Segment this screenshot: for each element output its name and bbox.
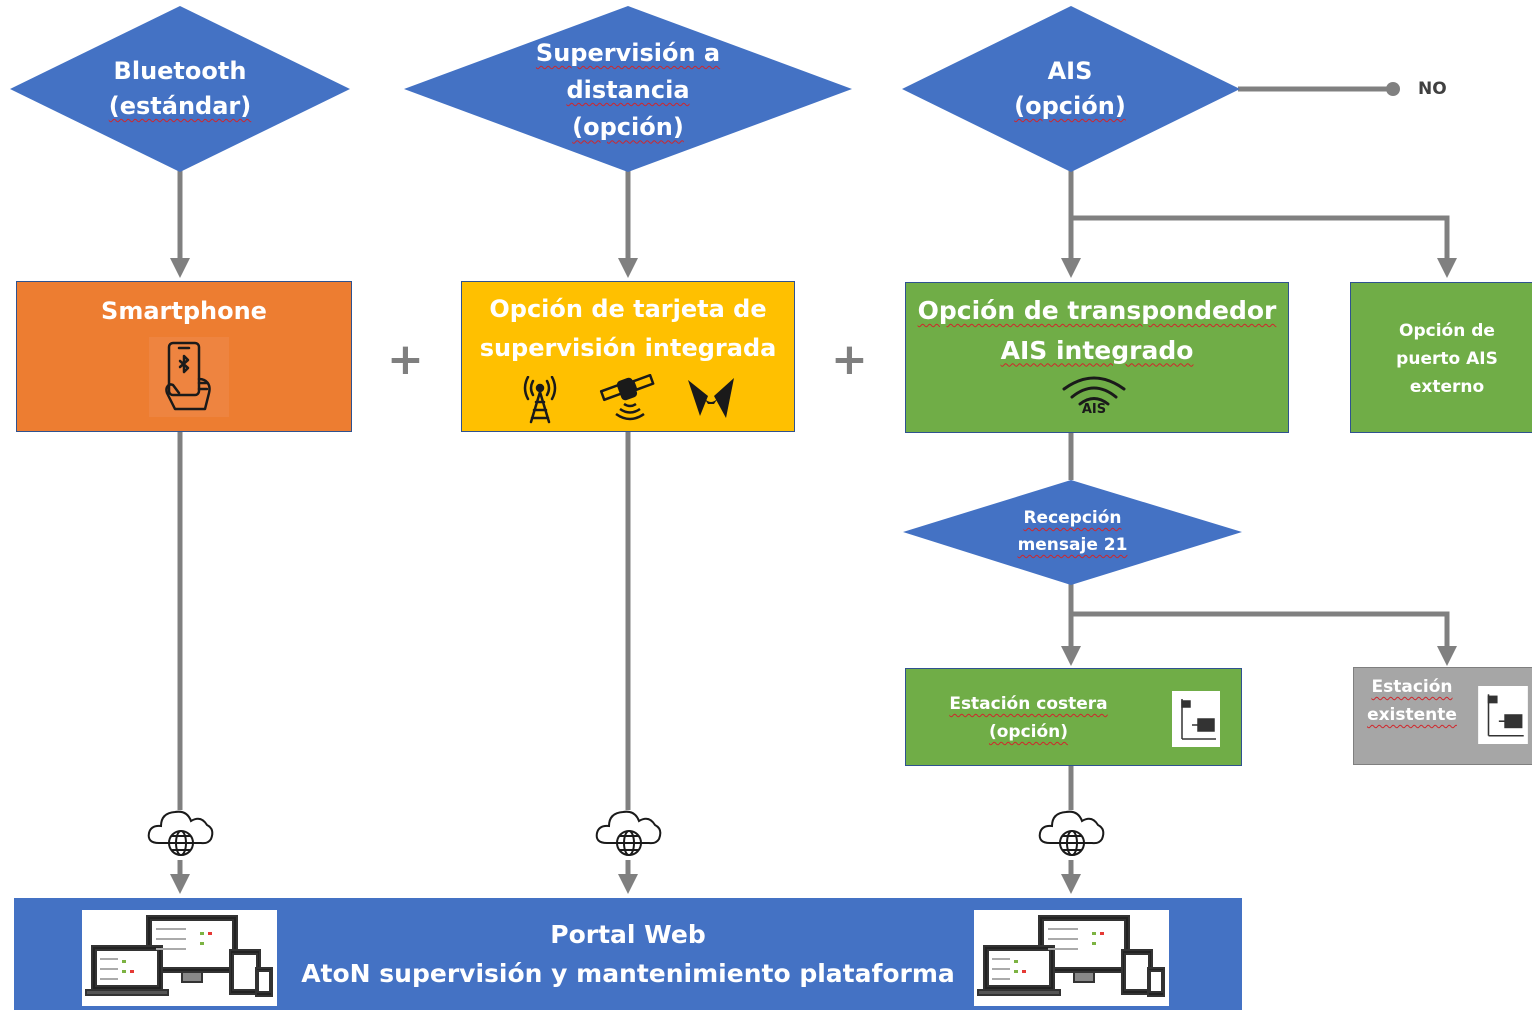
portal-web-title: Portal Web: [550, 920, 706, 949]
box-existing-station: Estación existente: [1353, 667, 1532, 765]
diamond-message21-line1: Recepción: [1023, 508, 1122, 528]
box-coastal-station-line1: Estación costera: [949, 694, 1108, 714]
radio-tower-icon: [523, 376, 557, 424]
devices-icon: [82, 910, 277, 1006]
devices-icon: [974, 910, 1169, 1006]
diamond-bluetooth: [10, 6, 350, 172]
box-ais-transponder-title: Opción de transpondedor AIS integrado: [906, 291, 1288, 370]
portal-web-subtitle: AtoN supervisión y mantenimiento platafo…: [14, 955, 1242, 994]
box-external-ais-port: Opción de puerto AIS externo: [1350, 282, 1532, 433]
diamond-remote-line1: Supervisión a: [535, 39, 721, 67]
box-coastal-station-line2: (opción): [988, 722, 1069, 743]
box-coastal-station-title: Estación costera (opción): [906, 690, 1151, 746]
box-ais-transponder-line2: AIS integrado: [1000, 335, 1194, 365]
ais-icon-label: AIS: [1081, 402, 1107, 417]
box-existing-station-line1: Estación: [1371, 677, 1453, 697]
diamond-bluetooth-line2: (estándar): [108, 91, 252, 120]
box-external-ais-port-line1: Opción de: [1399, 321, 1495, 341]
iridium-icon: [688, 378, 734, 418]
line-msg21-branch: [1071, 611, 1457, 666]
portal-web-subtitle-text: AtoN supervisión y mantenimiento platafo…: [301, 958, 955, 988]
box-monitoring-card-line1: Opción de tarjeta de: [489, 295, 767, 323]
smartphone-bluetooth-icon: [149, 337, 229, 417]
box-smartphone: Smartphone: [16, 281, 352, 432]
diamond-remote-text: Supervisión a distancia (opción): [498, 35, 758, 147]
box-external-ais-port-line2: puerto AIS: [1396, 349, 1498, 370]
portal-web-banner: Portal Web AtoN supervisión y mantenimie…: [14, 898, 1242, 1010]
diamond-message21-line2: mensaje 21: [1017, 535, 1128, 556]
diamond-ais-text: AIS (opción): [970, 54, 1170, 124]
plus-sign-2: +: [831, 334, 868, 385]
box-ais-transponder-line1: Opción de transpondedor: [917, 296, 1277, 325]
diamond-bluetooth-line1: Bluetooth: [113, 57, 247, 85]
box-monitoring-card: Opción de tarjeta de supervisión integra…: [461, 281, 795, 432]
ais-signal-icon: [1062, 376, 1126, 406]
plus-sign-1: +: [387, 334, 424, 385]
cloud-globe-icon: [147, 810, 214, 856]
diamond-remote: [404, 6, 852, 172]
box-ais-transponder: Opción de transpondedor AIS integrado AI…: [905, 282, 1289, 433]
box-coastal-station: Estación costera (opción): [905, 668, 1242, 766]
diamond-bluetooth-text: Bluetooth (estándar): [80, 54, 280, 124]
diamond-remote-line3: (opción): [572, 113, 684, 142]
line-ais-branch: [1071, 215, 1457, 278]
box-smartphone-title: Smartphone: [101, 297, 267, 325]
box-monitoring-card-title: Opción de tarjeta de supervisión integra…: [462, 290, 794, 368]
cloud-globe-icon: [1038, 810, 1105, 856]
diamond-ais-line2: (opción): [1014, 91, 1126, 120]
diamond-ais-line1: AIS: [1047, 57, 1093, 85]
diamond-message21-text: Recepción mensaje 21: [985, 505, 1160, 559]
cloud-globe-icon: [595, 810, 662, 856]
no-label: NO: [1418, 79, 1447, 99]
no-endpoint-dot: [1386, 82, 1400, 96]
diamond-message21: [903, 480, 1242, 585]
station-icon: [1172, 691, 1220, 747]
diamond-remote-line2: distancia: [566, 76, 690, 105]
diamond-ais: [902, 6, 1240, 172]
box-monitoring-card-line2: supervisión integrada: [479, 333, 777, 362]
portal-web-text: Portal Web AtoN supervisión y mantenimie…: [14, 916, 1242, 994]
box-external-ais-port-line3: externo: [1409, 377, 1485, 398]
existing-station-icon: [1478, 686, 1528, 744]
box-existing-station-title: Estación existente: [1354, 673, 1470, 729]
box-external-ais-port-title: Opción de puerto AIS externo: [1351, 317, 1532, 401]
satellite-icon: [599, 374, 655, 421]
box-existing-station-line2: existente: [1367, 705, 1457, 726]
